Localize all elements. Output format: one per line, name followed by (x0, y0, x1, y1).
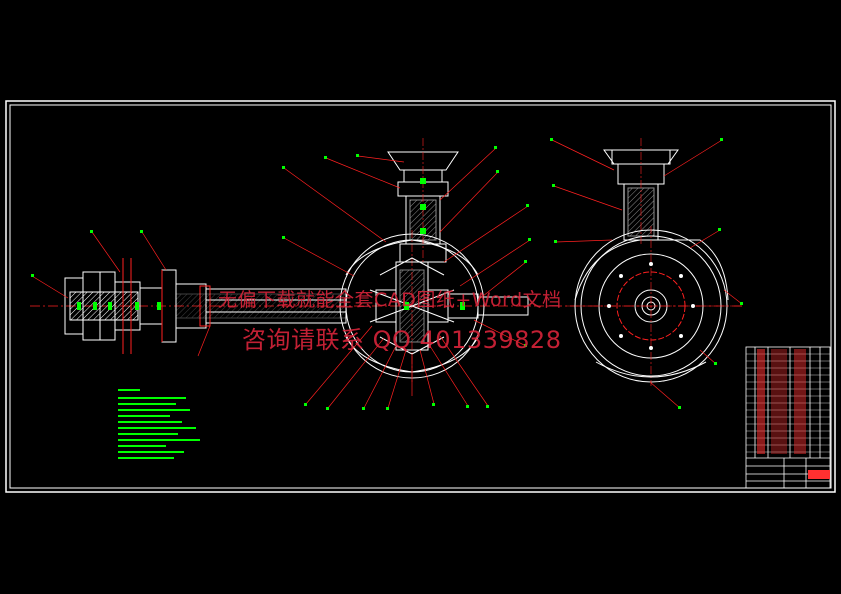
title-stamp (808, 470, 830, 479)
side-view (566, 138, 744, 386)
technical-notes (118, 389, 200, 459)
parts-list-text (757, 349, 806, 454)
leader-tags (31, 138, 743, 410)
half-shaft-assembly (64, 258, 347, 354)
leader-lines (31, 139, 743, 409)
drawing-frame (5, 100, 836, 493)
watermark-line-1: 无偏下载就能全套CAD图纸+Word文档 (218, 289, 562, 311)
watermark-line-2: 咨询请联系 QQ 401339828 (242, 326, 562, 354)
input-flange (387, 138, 459, 263)
input-green-marks (404, 178, 465, 310)
bolt-holes (607, 262, 695, 350)
shaft-green-marks (77, 302, 161, 310)
